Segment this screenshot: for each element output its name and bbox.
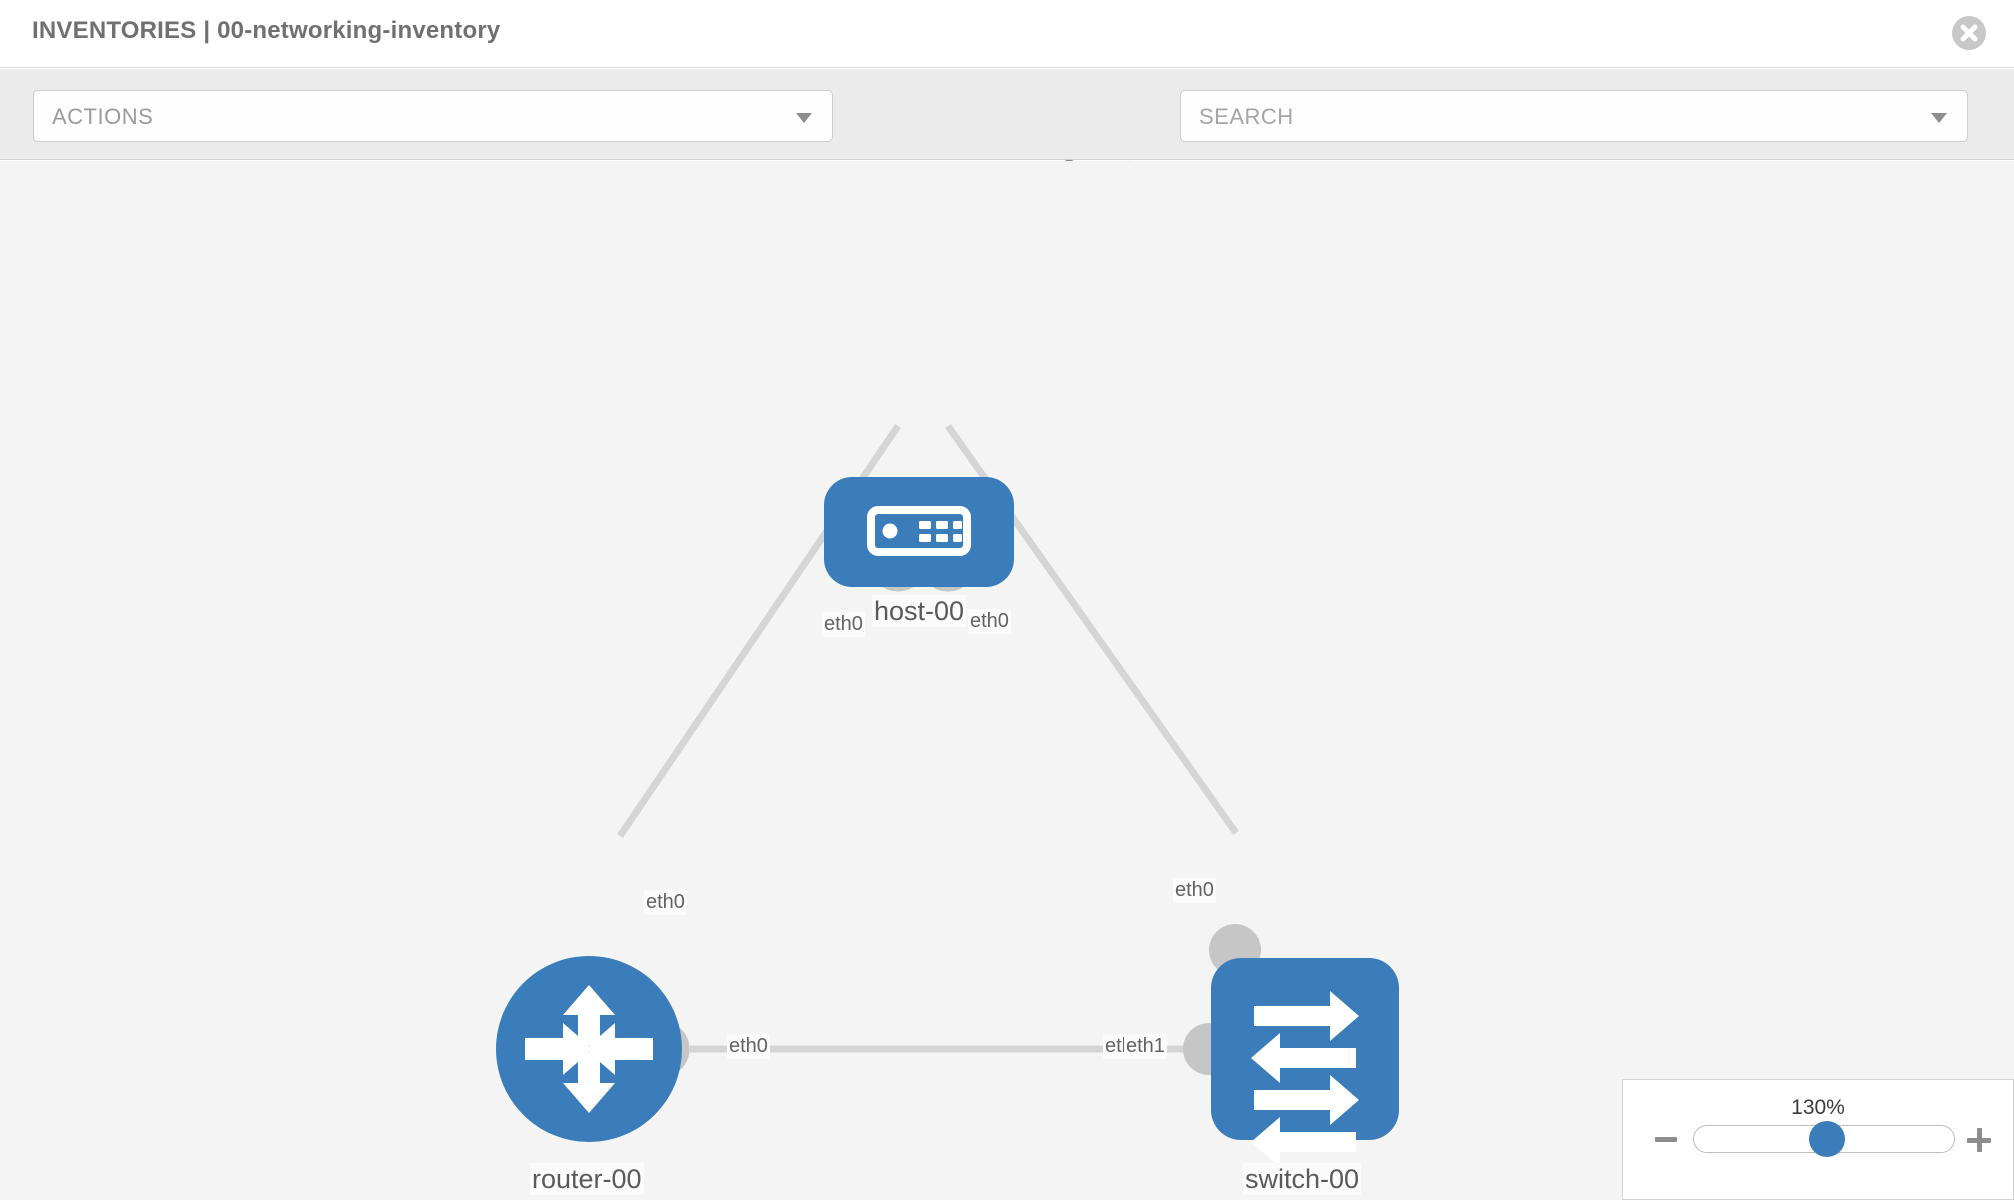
edge-label-host-left: eth0 — [822, 612, 865, 637]
header-bar: INVENTORIES | 00-networking-inventory — [0, 0, 2014, 68]
topology-graph — [496, 423, 1399, 1167]
zoom-slider-thumb[interactable] — [1809, 1121, 1845, 1157]
search-input[interactable]: SEARCH — [1180, 90, 1968, 142]
actions-dropdown[interactable]: ACTIONS — [33, 90, 833, 142]
edge-label-switch-upper: eth0 — [1173, 878, 1216, 903]
zoom-percent-label: 130% — [1791, 1096, 1845, 1119]
switch-arrows-icon — [1251, 991, 1359, 1167]
node-host-00[interactable] — [824, 477, 1014, 587]
close-icon[interactable] — [1952, 16, 1986, 50]
minus-icon[interactable] — [1655, 1137, 1677, 1142]
edge-label-host-right: eth0 — [968, 609, 1011, 634]
node-router-00[interactable] — [496, 956, 682, 1142]
chevron-down-icon[interactable] — [1931, 113, 1947, 123]
actions-dropdown-label: ACTIONS — [52, 104, 154, 129]
chevron-down-icon — [796, 113, 812, 123]
node-label-router-00: router-00 — [530, 1163, 644, 1195]
breadcrumb: INVENTORIES | 00-networking-inventory — [32, 17, 501, 44]
topology-canvas[interactable]: host-00 router-00 switch-00 eth0 eth0 et… — [0, 161, 2014, 1200]
edge-label-router-right: eth0 — [727, 1034, 770, 1059]
toolbar: ACTIONS — [0, 69, 2014, 196]
plus-icon[interactable] — [1967, 1128, 1991, 1152]
search-placeholder: SEARCH — [1199, 104, 1294, 129]
zoom-control-panel: 130% — [1622, 1079, 2014, 1200]
node-switch-00[interactable] — [1211, 958, 1399, 1167]
node-label-switch-00: switch-00 — [1243, 1163, 1362, 1195]
router-arrows-icon — [525, 985, 653, 1113]
node-label-host-00: host-00 — [872, 595, 967, 627]
edge-label-switch-left: eth1 — [1124, 1034, 1167, 1059]
edge-label-router-upper: eth0 — [644, 890, 687, 915]
server-icon — [867, 506, 971, 556]
